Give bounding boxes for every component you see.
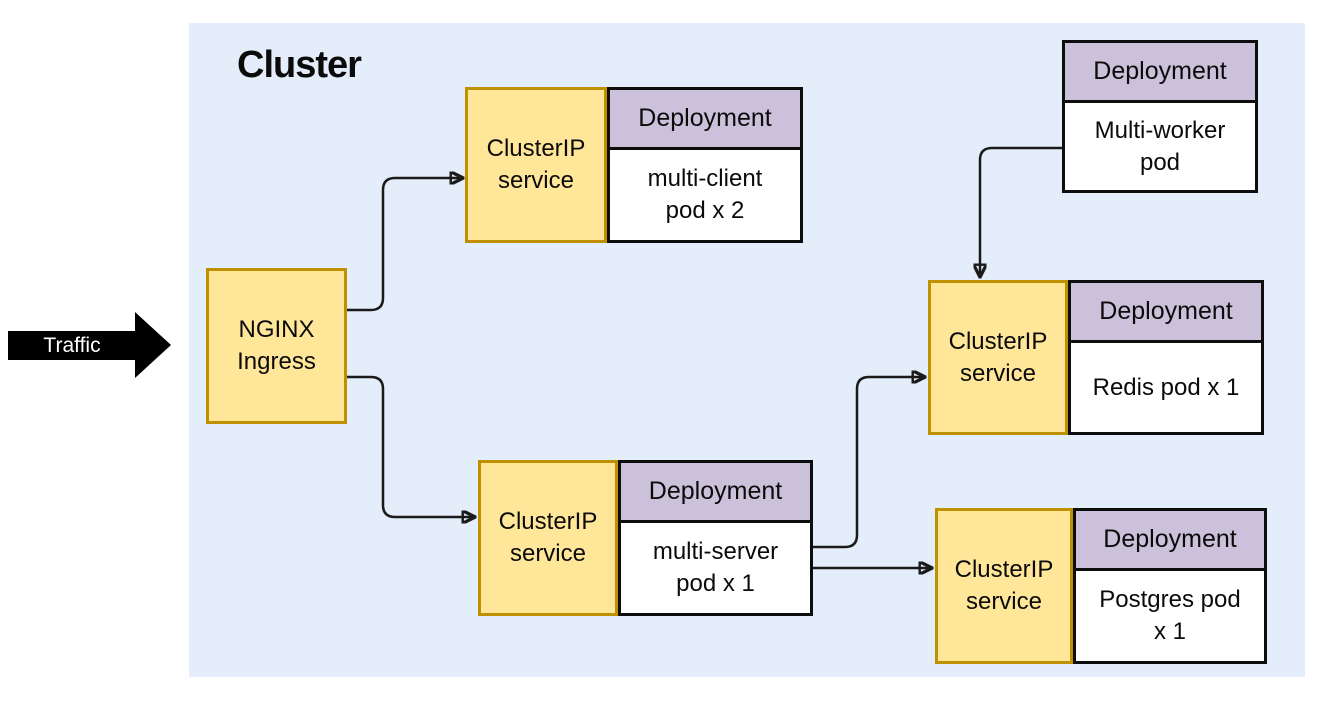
postgres-service-box: ClusterIP service [935,508,1073,664]
traffic-label: Traffic [43,334,101,357]
redis-deployment-body: Redis pod x 1 [1071,343,1261,432]
postgres-deployment-box: Deployment Postgres pod x 1 [1073,508,1267,664]
postgres-deployment-title: Deployment [1103,525,1237,553]
multi-server-service-box: ClusterIP service [478,460,618,616]
multi-worker-pod-label: Multi-worker pod [1094,116,1226,176]
redis-deployment-title: Deployment [1099,297,1233,325]
postgres-deployment-body: Postgres pod x 1 [1076,571,1264,661]
traffic-arrowhead-icon [135,312,171,378]
traffic-arrow: Traffic [8,331,136,360]
multi-server-deployment-body: multi-server pod x 1 [621,523,810,613]
multi-worker-deployment-body: Multi-worker pod [1065,103,1255,190]
nginx-ingress-label: NGINX Ingress [237,316,316,375]
postgres-pod-label: Postgres pod x 1 [1099,586,1241,645]
multi-server-service-label: ClusterIP service [498,508,598,567]
multi-worker-deployment-header: Deployment [1065,43,1255,103]
multi-client-deployment-body: multi-client pod x 2 [610,150,800,240]
multi-worker-deployment-box: Deployment Multi-worker pod [1062,40,1258,193]
redis-deployment-header: Deployment [1071,283,1261,343]
multi-server-deployment-title: Deployment [648,477,783,505]
multi-client-service-label: ClusterIP service [486,135,586,194]
multi-client-deployment-title: Deployment [638,104,772,132]
multi-server-deployment-box: Deployment multi-server pod x 1 [618,460,813,616]
redis-service-box: ClusterIP service [928,280,1068,435]
multi-client-service-box: ClusterIP service [465,87,607,243]
multi-client-deployment-header: Deployment [610,90,800,150]
redis-pod-label: Redis pod x 1 [1092,373,1240,401]
multi-client-pod-label: multi-client pod x 2 [647,165,763,224]
multi-server-pod-label: multi-server pod x 1 [652,538,779,597]
postgres-service-label: ClusterIP service [954,556,1054,615]
postgres-deployment-header: Deployment [1076,511,1264,571]
redis-deployment-box: Deployment Redis pod x 1 [1068,280,1264,435]
multi-server-deployment-header: Deployment [621,463,810,523]
multi-worker-deployment-title: Deployment [1093,57,1227,85]
cluster-title: Cluster [237,44,362,86]
multi-client-deployment-box: Deployment multi-client pod x 2 [607,87,803,243]
redis-service-label: ClusterIP service [948,327,1048,387]
nginx-ingress-box: NGINX Ingress [206,268,347,424]
